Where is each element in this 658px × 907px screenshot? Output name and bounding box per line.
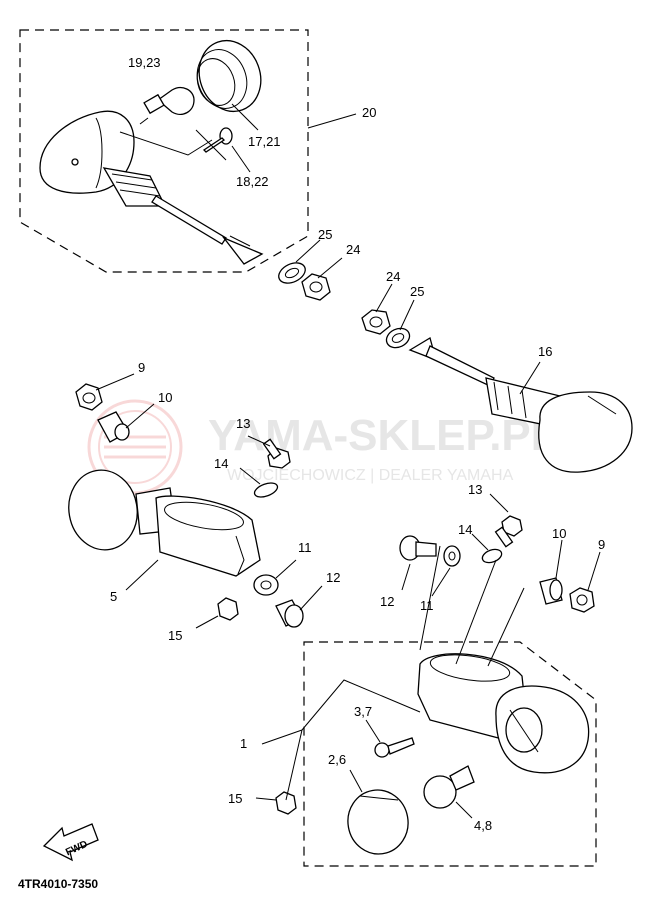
callout-15-right: 15: [228, 791, 242, 806]
callout-12-left: 12: [326, 570, 340, 585]
flasher-body-5: [68, 469, 261, 577]
clip-nut-14-right: [481, 548, 503, 564]
bolt-13-right: [494, 515, 523, 548]
watermark-logo-icon: [87, 399, 183, 495]
callout-13-left: 13: [236, 416, 250, 431]
callout-25-right: 25: [410, 284, 424, 299]
callout-25-left: 25: [318, 227, 332, 242]
assembly-1-box: [303, 641, 597, 867]
washer-25-left: [278, 262, 306, 284]
callout-15-left: 15: [168, 628, 182, 643]
callout-24-left: 24: [346, 242, 360, 257]
callout-20: 20: [362, 105, 376, 120]
callout-19-23: 19,23: [128, 55, 161, 70]
bushing-10-right: [539, 577, 563, 605]
callout-10-left: 10: [158, 390, 172, 405]
lens-2-6: [347, 789, 409, 855]
callout-16: 16: [538, 344, 552, 359]
screw-3-7: [374, 737, 415, 758]
washer-11-left: [253, 574, 279, 596]
watermark-brand: YAMA-SKLEP.PL: [208, 411, 558, 460]
bushing-10-left: [97, 411, 130, 443]
callout-24-right: 24: [386, 269, 400, 284]
callout-labels: 19,23 17,21 18,22 20 25 24 24 25 16 9 10…: [110, 55, 605, 833]
watermark: YAMA-SKLEP.PL WOJCIECHOWICZ | DEALER YAM…: [87, 399, 558, 495]
callout-4-8: 4,8: [474, 818, 492, 833]
callout-9-left: 9: [138, 360, 145, 375]
diagram-code: 4TR4010-7350: [18, 877, 98, 891]
callout-18-22: 18,22: [236, 174, 269, 189]
bolt-12-left: [275, 599, 304, 628]
assembly-20-box: [19, 29, 309, 273]
callout-11-left: 11: [298, 540, 312, 555]
flasher-assembly-1: [417, 653, 590, 774]
nut-24-right: [361, 309, 391, 335]
callout-9-right: 9: [598, 537, 605, 552]
callout-5: 5: [110, 589, 117, 604]
callout-14-left: 14: [214, 456, 228, 471]
washer-25-right: [385, 327, 411, 349]
clip-nut-14-left: [253, 482, 279, 498]
watermark-subtitle: WOJCIECHOWICZ | DEALER YAMAHA: [227, 467, 514, 484]
bulb-19-23: [139, 86, 195, 125]
nut-24-left: [301, 273, 331, 301]
callout-14-right: 14: [458, 522, 472, 537]
nut-9-right: [569, 587, 595, 613]
callout-13-right: 13: [468, 482, 482, 497]
nut-15-left: [217, 597, 239, 621]
callout-12-right: 12: [380, 594, 394, 609]
front-flasher-assembly-top: [39, 110, 264, 265]
callout-1: 1: [240, 736, 247, 751]
bulb-4-8: [423, 765, 475, 809]
callout-2-6: 2,6: [328, 752, 346, 767]
rear-flasher-16: [408, 337, 633, 473]
nut-9-left: [75, 383, 103, 411]
fwd-arrow-icon: FWD: [42, 823, 99, 862]
callout-17-21: 17,21: [248, 134, 281, 149]
lens-ring-17-21: [196, 39, 262, 113]
bolt-12-right: [399, 535, 437, 561]
callout-10-right: 10: [552, 526, 566, 541]
callout-11-right: 11: [420, 598, 434, 613]
callout-3-7: 3,7: [354, 704, 372, 719]
screw-18-22: [202, 127, 233, 153]
bolt-13-left: [262, 438, 291, 469]
nut-15-right: [275, 791, 297, 815]
washer-11-right: [443, 545, 461, 567]
leader-lines: [95, 103, 601, 819]
